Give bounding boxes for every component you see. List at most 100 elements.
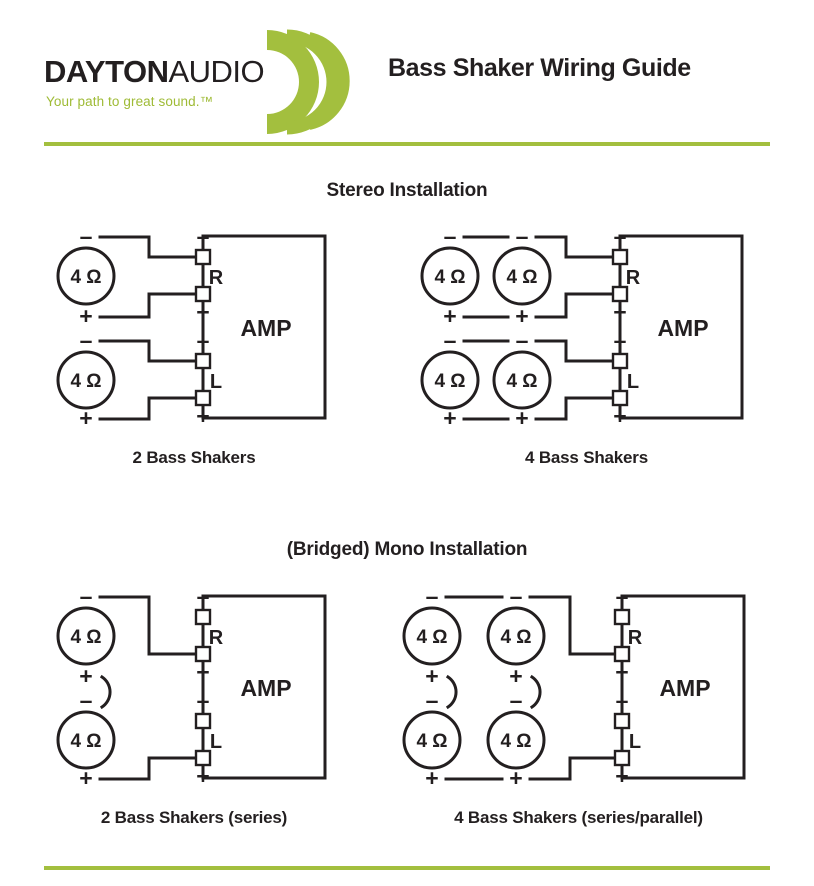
amp-terminal-r-plus[interactable] xyxy=(194,645,212,663)
amp-sign-r-minus: – xyxy=(616,583,629,609)
amp-sign-l-minus: – xyxy=(616,687,629,713)
amp-terminal-l-plus[interactable] xyxy=(194,389,212,407)
diagram-mono-2-shakers-series: 4 Ω – + 4 Ω – + AMP R L – + – + xyxy=(44,583,344,791)
shaker-minus-sign: – xyxy=(426,687,439,713)
amp-label: AMP xyxy=(657,315,708,341)
amp-terminal-r-plus[interactable] xyxy=(613,645,631,663)
shaker-plus-sign: + xyxy=(79,405,92,431)
shaker-minus-sign: – xyxy=(80,223,93,249)
wire-series-link-arc xyxy=(99,674,112,710)
amp-terminal-l-minus[interactable] xyxy=(194,712,212,730)
page-header: DAYTONAUDIO Your path to great sound.™ B… xyxy=(0,0,814,135)
diagram-caption-mono-2: 2 Bass Shakers (series) xyxy=(100,808,288,827)
amp-label: AMP xyxy=(240,675,291,701)
wire-top-minus-to-r-plus xyxy=(528,595,620,656)
amp-sign-r-minus: – xyxy=(197,583,210,609)
amp-sign-l-plus: + xyxy=(196,763,209,789)
wire-shaker1-minus-to-r-plus xyxy=(98,595,201,656)
amp-channel-label-l: L xyxy=(627,371,639,393)
shaker-impedance: 4 Ω xyxy=(70,627,101,648)
section-title-mono: (Bridged) Mono Installation xyxy=(286,539,528,560)
sound-waves-arcs-icon xyxy=(267,29,350,135)
shaker-impedance: 4 Ω xyxy=(416,731,447,752)
shaker-plus-sign: + xyxy=(509,663,522,689)
amp-sign-r-plus: + xyxy=(613,299,626,325)
amp-terminal-r-plus[interactable] xyxy=(194,285,212,303)
diagram-mono-4-shakers-series-parallel: 4 Ω – + 4 Ω – + 4 Ω – + 4 Ω – + AMP xyxy=(396,583,761,791)
amp-terminal-r-minus[interactable] xyxy=(194,608,212,626)
logo-wordmark-bold: DAYTON xyxy=(44,54,169,89)
page-title: Bass Shaker Wiring Guide xyxy=(388,54,691,82)
shaker-plus-sign: + xyxy=(443,405,456,431)
amp-channel-label-r: R xyxy=(628,627,643,649)
wire-bottom-plus-to-l-plus xyxy=(528,756,620,781)
wire-pair2-plus-to-amp xyxy=(534,396,618,421)
amp-sign-l-minus: – xyxy=(197,327,210,353)
logo-wordmark: DAYTONAUDIO xyxy=(44,54,265,89)
amp-terminal-r-minus[interactable] xyxy=(613,608,631,626)
shaker-minus-sign: – xyxy=(426,583,439,609)
shaker-plus-sign: + xyxy=(515,405,528,431)
shaker-plus-sign: + xyxy=(443,303,456,329)
amp-body xyxy=(618,234,744,420)
amp-terminal-l-plus[interactable] xyxy=(611,389,629,407)
shaker-plus-sign: + xyxy=(79,765,92,791)
shaker-circle xyxy=(486,710,546,770)
shaker-impedance: 4 Ω xyxy=(506,267,537,288)
shaker-minus-sign: – xyxy=(516,327,529,353)
shaker-circle xyxy=(56,606,116,666)
diagram-stereo-4-shakers: 4 Ω – + 4 Ω – + 4 Ω – + 4 Ω – + xyxy=(414,223,759,431)
divider-bottom xyxy=(44,866,770,870)
shaker-plus-sign: + xyxy=(79,663,92,689)
amp-terminal-l-plus[interactable] xyxy=(613,749,631,767)
amp-terminal-l-minus[interactable] xyxy=(194,352,212,370)
shaker-circle xyxy=(402,710,462,770)
amp-terminal-l-plus[interactable] xyxy=(194,749,212,767)
shaker-minus-sign: – xyxy=(510,583,523,609)
amp-sign-l-minus: – xyxy=(614,327,627,353)
shaker-plus-sign: + xyxy=(509,765,522,791)
shaker-circle xyxy=(402,606,462,666)
wire-series-link-arc xyxy=(529,674,542,710)
amp-label: AMP xyxy=(240,315,291,341)
amp-channel-label-l: L xyxy=(629,731,641,753)
amp-body xyxy=(201,234,327,420)
shaker-circle xyxy=(492,350,552,410)
amp-sign-l-plus: + xyxy=(615,763,628,789)
amp-sign-r-plus: + xyxy=(196,299,209,325)
shaker-minus-sign: – xyxy=(516,223,529,249)
amp-terminal-r-minus[interactable] xyxy=(194,248,212,266)
shaker-minus-sign: – xyxy=(444,223,457,249)
shaker-impedance: 4 Ω xyxy=(416,627,447,648)
amp-terminal-l-minus[interactable] xyxy=(611,352,629,370)
shaker-circle xyxy=(420,350,480,410)
shaker-circle xyxy=(420,246,480,306)
shaker-minus-sign: – xyxy=(80,327,93,353)
amp-terminal-l-minus[interactable] xyxy=(613,712,631,730)
shaker-circle xyxy=(492,246,552,306)
wire-series-link-arc xyxy=(445,674,458,710)
diagram-caption-stereo-2: 2 Bass Shakers xyxy=(132,448,256,467)
shaker-impedance: 4 Ω xyxy=(70,371,101,392)
amp-label: AMP xyxy=(659,675,710,701)
amp-terminal-r-minus[interactable] xyxy=(611,248,629,266)
wire-pair1-minus-to-amp xyxy=(534,235,618,259)
shaker-impedance: 4 Ω xyxy=(434,371,465,392)
logo-tagline: Your path to great sound.™ xyxy=(46,94,214,109)
wire-pair1-plus-to-amp xyxy=(534,292,618,319)
amp-sign-r-minus: – xyxy=(197,223,210,249)
amp-sign-l-minus: – xyxy=(197,687,210,713)
shaker-plus-sign: + xyxy=(425,765,438,791)
shaker-plus-sign: + xyxy=(515,303,528,329)
amp-channel-label-l: L xyxy=(210,371,222,393)
amp-body xyxy=(201,594,327,780)
logo-wordmark-light: AUDIO xyxy=(168,54,265,89)
wire-shaker2-plus-to-l-plus xyxy=(98,756,201,781)
amp-body xyxy=(620,594,746,780)
dayton-audio-logo: DAYTONAUDIO Your path to great sound.™ xyxy=(44,22,350,135)
amp-terminal-r-plus[interactable] xyxy=(611,285,629,303)
shaker-circle xyxy=(486,606,546,666)
wire-shaker2-plus xyxy=(98,396,201,421)
divider-top xyxy=(44,142,770,146)
